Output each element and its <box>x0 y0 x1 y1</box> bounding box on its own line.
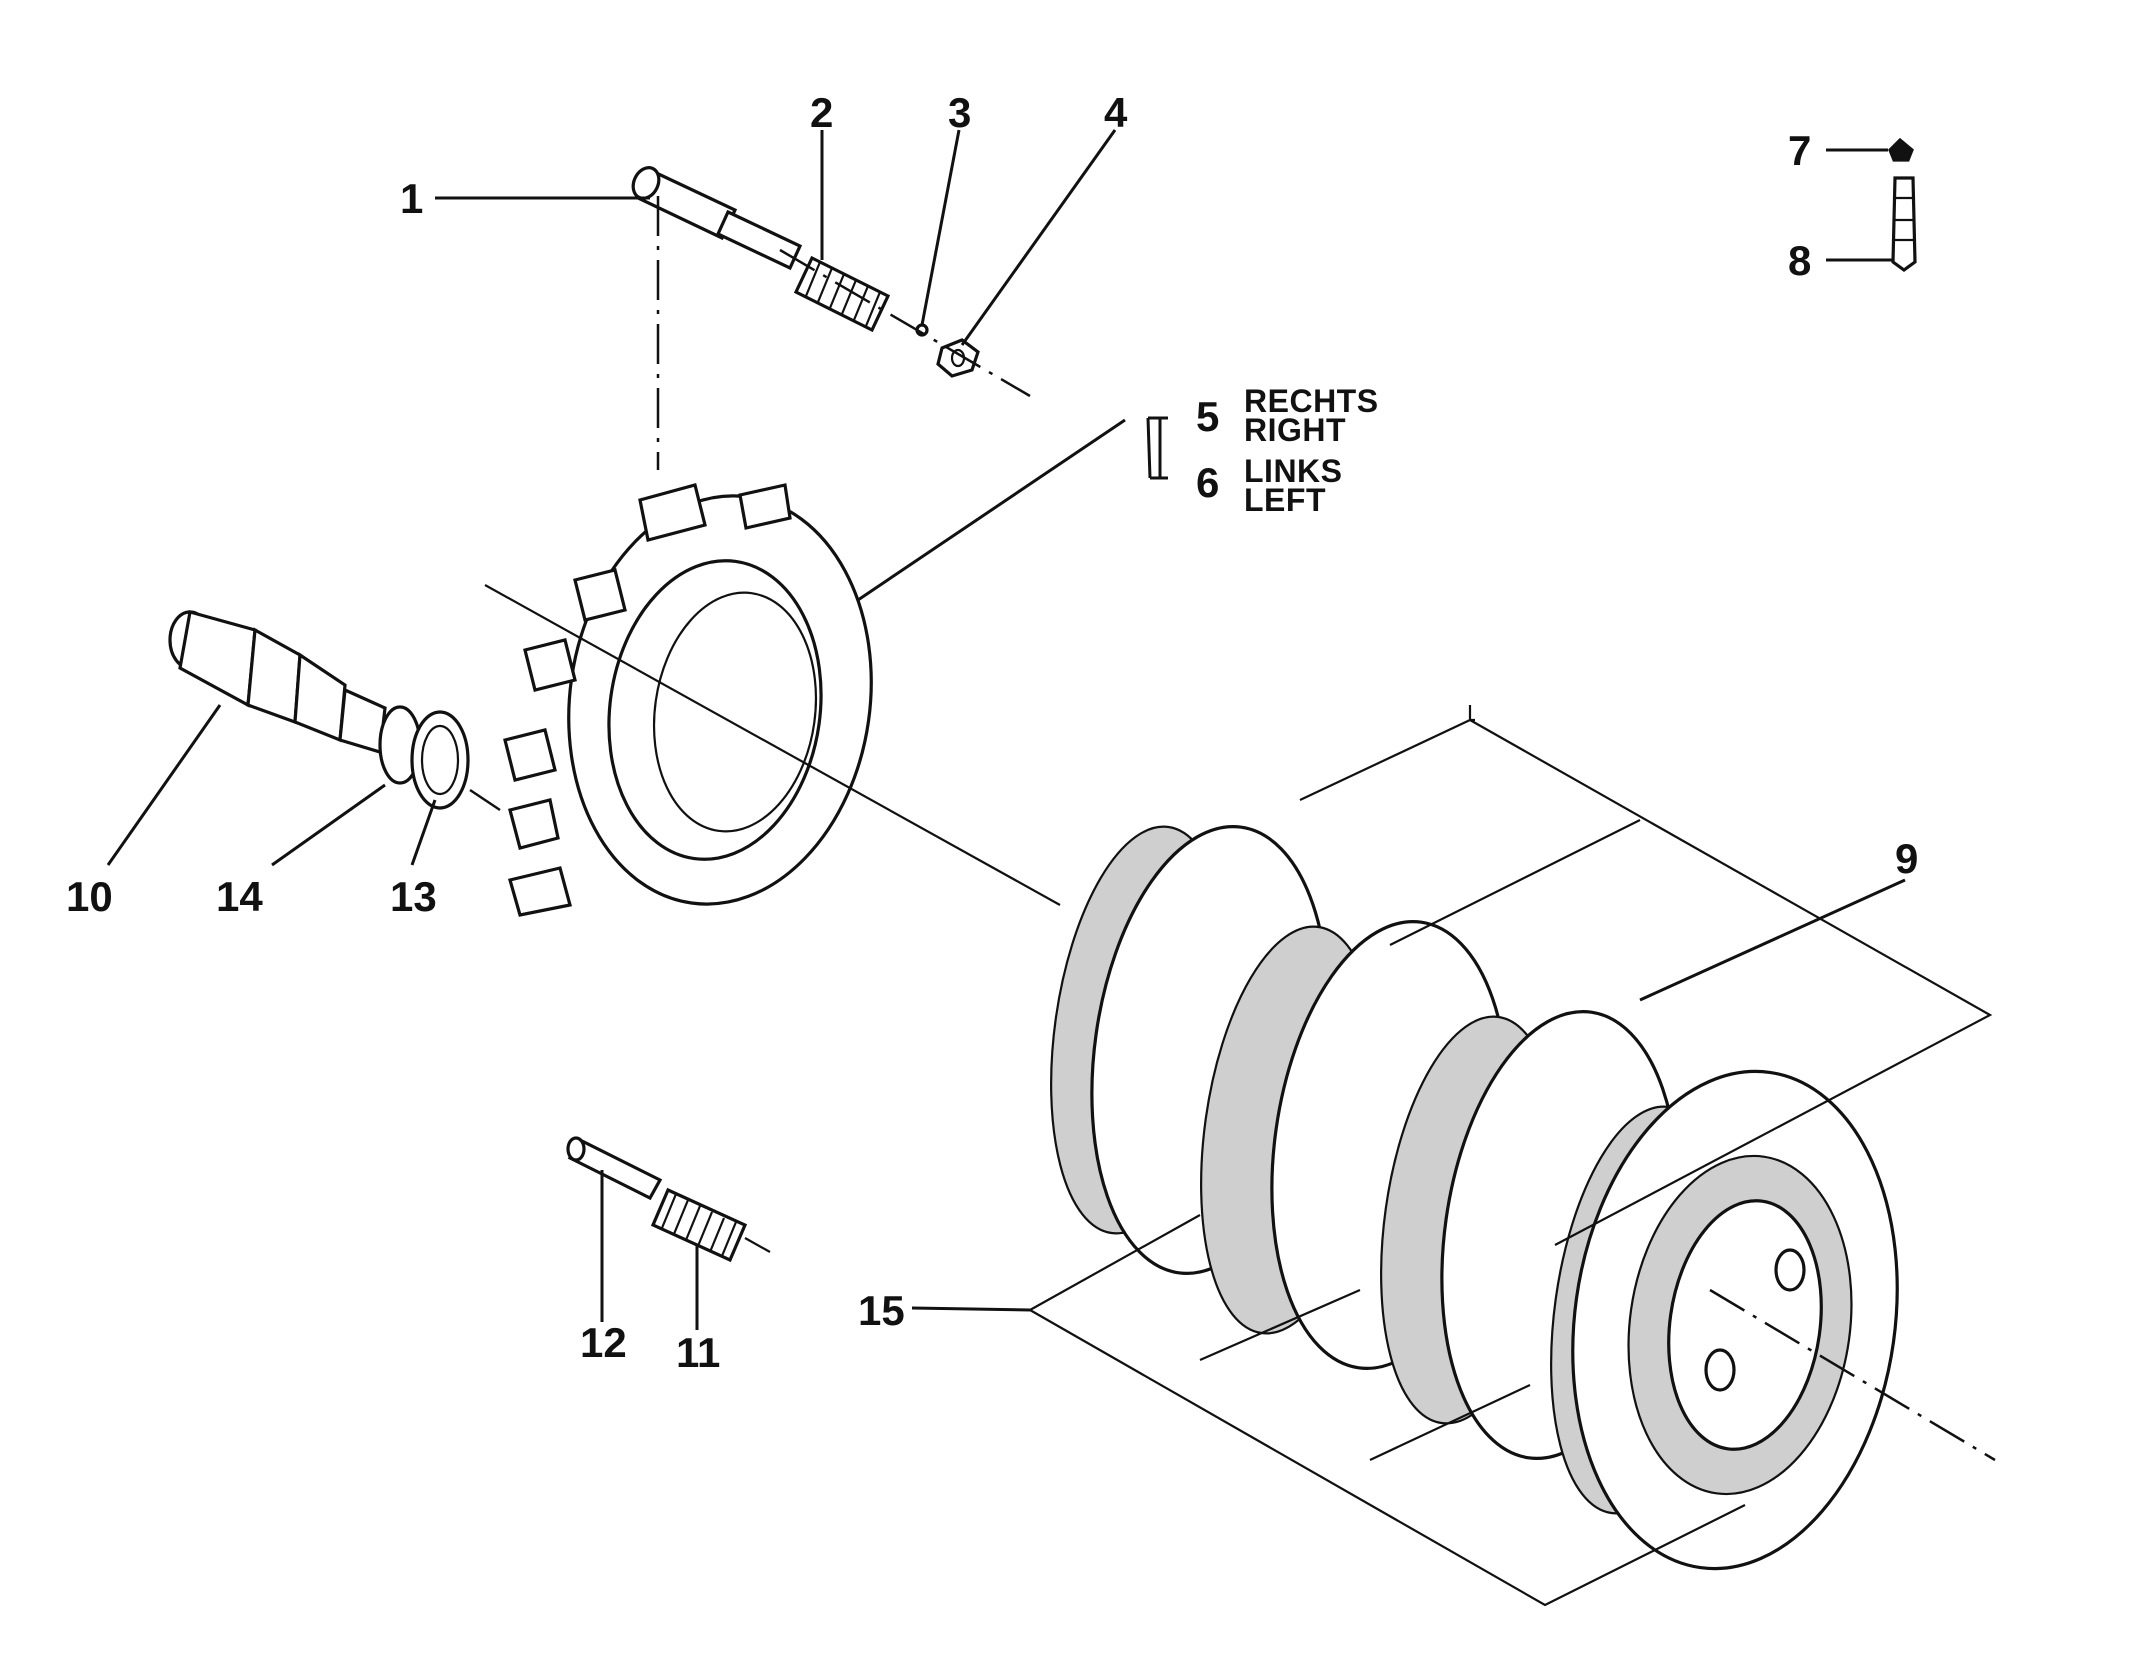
part-8-nipple <box>1891 176 1917 272</box>
callout-9: 9 <box>1895 835 1919 882</box>
label-left-en: LEFT <box>1244 482 1326 518</box>
shaft-axis-line <box>469 788 501 812</box>
callout-12: 12 <box>580 1319 627 1366</box>
clutch-plate-stack <box>1050 825 1899 1571</box>
part-1-bolt <box>631 166 803 271</box>
main-axis-line <box>484 584 1061 906</box>
label-right-en: RIGHT <box>1244 412 1347 448</box>
callout-15: 15 <box>858 1287 905 1334</box>
label-left-de: LINKS <box>1244 453 1343 489</box>
callout-7: 7 <box>1788 127 1812 174</box>
part-2-spring <box>793 255 891 333</box>
callout-3: 3 <box>948 89 972 136</box>
leader-10 <box>106 704 222 866</box>
part-13-ring <box>410 710 470 810</box>
callout-13: 13 <box>390 873 437 920</box>
leader-14 <box>271 783 386 867</box>
part-4-nut <box>936 338 980 378</box>
bracket-5-6 <box>1146 416 1168 480</box>
label-right-de: RECHTS <box>1244 383 1379 419</box>
leader-3 <box>920 129 961 326</box>
bracket-9 <box>1299 705 1993 1246</box>
callout-8: 8 <box>1788 237 1812 284</box>
part-12-pin <box>566 1136 663 1201</box>
callout-4: 4 <box>1104 89 1128 136</box>
leader-4 <box>960 129 1117 346</box>
callout-10: 10 <box>66 873 113 920</box>
part-10-shaft <box>168 609 387 755</box>
clutch-axis-line <box>1709 1288 1996 1462</box>
leader-15 <box>911 1306 1031 1312</box>
bracket-15 <box>1029 1214 1746 1607</box>
callout-2: 2 <box>810 89 834 136</box>
leader-13 <box>410 799 437 866</box>
callout-14: 14 <box>216 873 263 920</box>
part-5-6-pressure-plate <box>503 483 873 917</box>
part-11-spring <box>650 1187 771 1263</box>
callout-11: 11 <box>676 1329 721 1376</box>
part-7-cap <box>1888 137 1914 162</box>
part-1-axis <box>779 248 1031 398</box>
callout-1: 1 <box>400 175 424 222</box>
callout-5: 5 <box>1196 393 1220 440</box>
leader-9 <box>1639 878 1906 1002</box>
callout-6: 6 <box>1196 459 1220 506</box>
leader-5-6 <box>857 418 1126 602</box>
